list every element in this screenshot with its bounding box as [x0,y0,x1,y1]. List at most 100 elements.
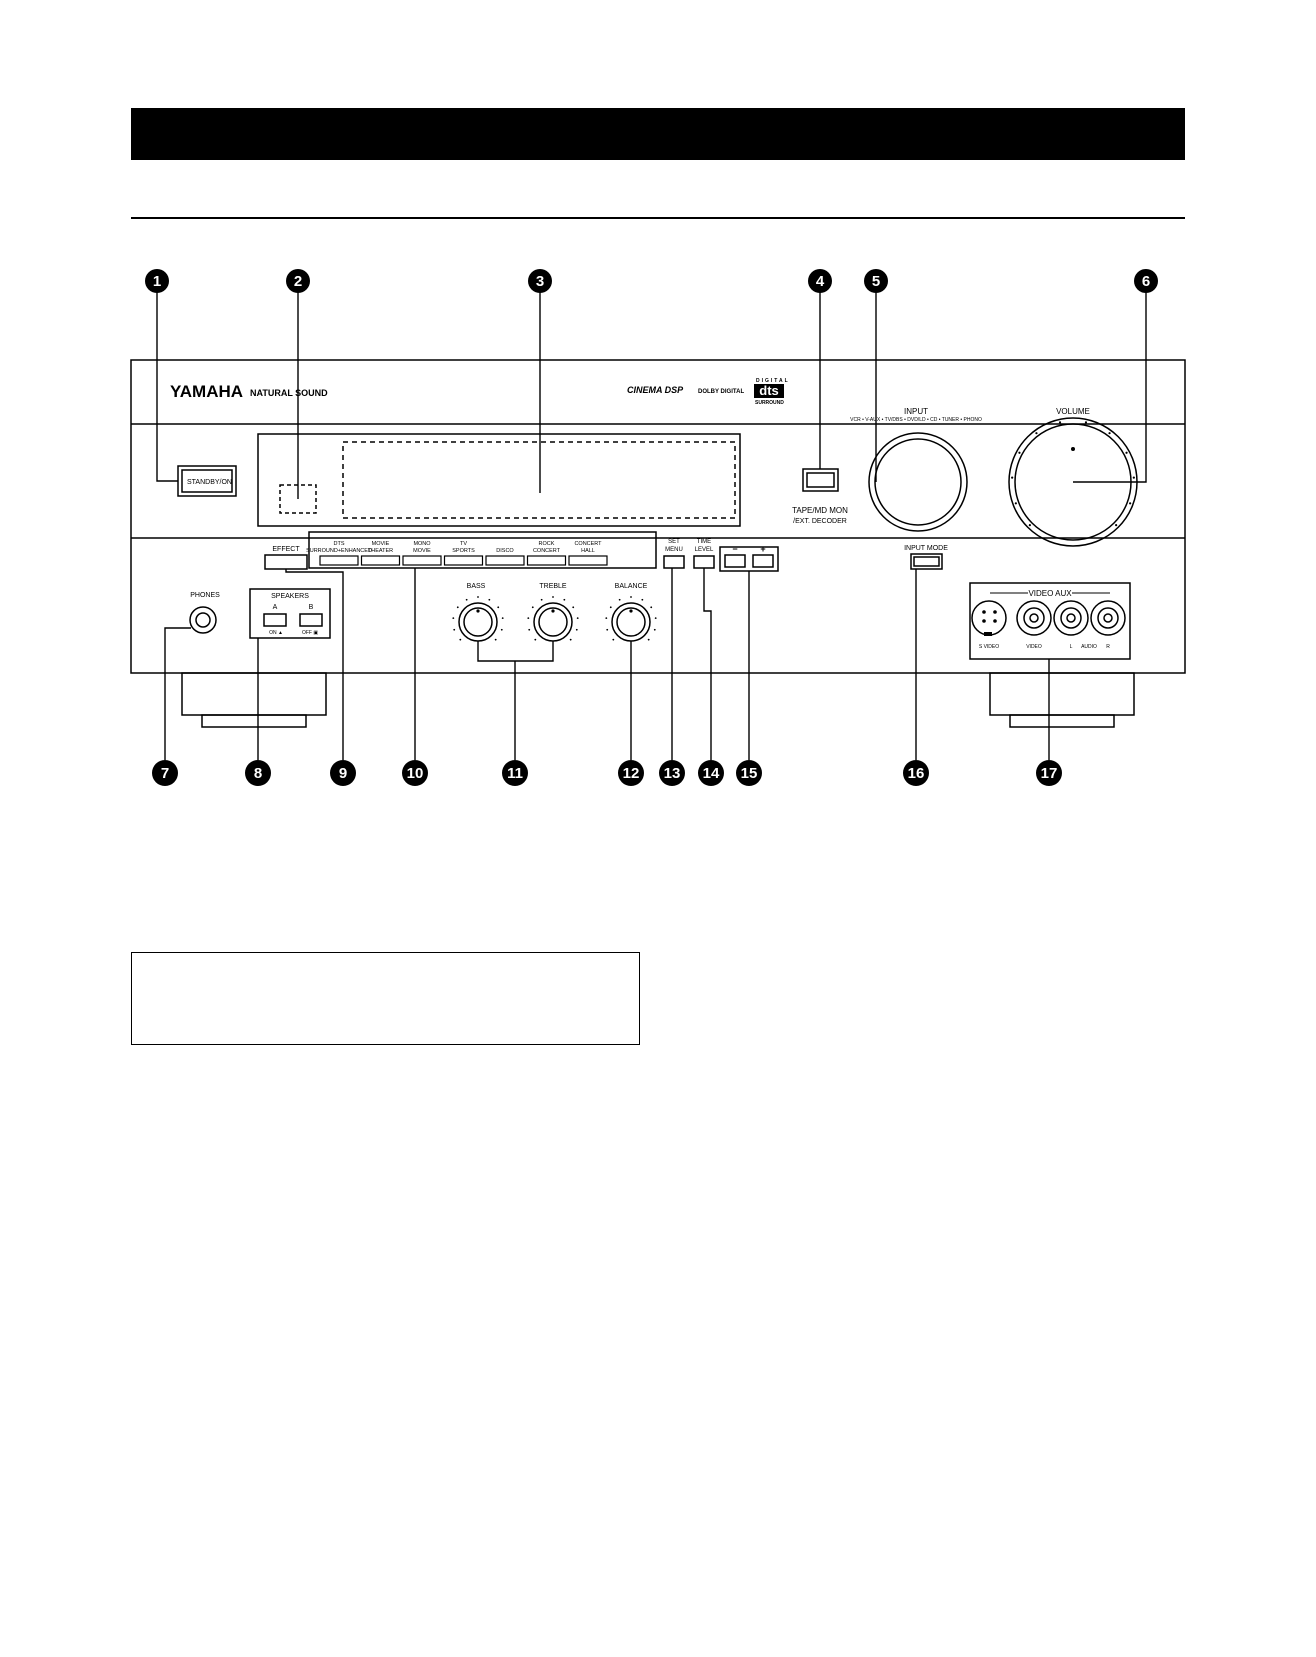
volume-tick [1018,451,1021,454]
callout-15: 15 [741,765,758,782]
balance-tick [650,606,653,609]
dolby-digital-badge: DOLBY DIGITAL [698,389,744,395]
dsp-program-label: TV [460,541,467,547]
balance-tick [630,596,632,598]
callout-13: 13 [664,765,681,782]
audio-r-label: R [1106,644,1110,650]
callout-4: 4 [816,273,825,290]
bass-tick [494,638,497,641]
volume-tick [1129,502,1132,505]
dsp-program-button[interactable] [568,555,608,566]
dts-surround-label: SURROUND [755,400,784,406]
audio-l-label: L [1070,644,1073,650]
speaker-b-button [299,613,323,627]
treble-tick [575,628,578,631]
bass-label: BASS [467,583,486,590]
tape-md-mon-button [806,472,835,488]
bass-tick [456,606,459,609]
treble-label: TREBLE [539,583,567,590]
balance-tick [605,617,608,619]
callout-6: 6 [1142,273,1150,290]
dsp-program-label: SPORTS [452,548,475,554]
video-aux-panel [969,582,1131,660]
s-video-jack [971,600,1007,636]
dts-logo: dts [759,383,779,398]
speaker-a-button [263,613,287,627]
plus-label: + [760,544,765,554]
treble-tick [576,617,579,619]
leader-7 [164,627,191,760]
bass-tick [488,598,491,601]
audio-r-jack [1103,613,1113,623]
left-foot [181,672,327,716]
dsp-program-label: SURROUND+ENHANCED [306,548,372,554]
dsp-program-button[interactable] [443,555,484,566]
front-display [342,441,736,519]
minus-button [724,554,746,568]
balance-tick [641,598,644,601]
dsp-program-button[interactable] [319,555,359,566]
input-selector-knob [874,438,962,526]
callout-9: 9 [339,765,347,782]
cinema-dsp-badge: CINEMA DSP [627,385,684,395]
dsp-program-button[interactable] [485,555,525,566]
speaker-b-label: B [309,604,314,611]
leader-1 [156,290,178,482]
yamaha-logo: YAMAHA [170,382,243,401]
callout-14: 14 [703,765,720,782]
dsp-program-label: CONCERT [533,548,561,554]
volume-tick [1125,451,1128,454]
minus-label: − [732,544,737,554]
volume-label: VOLUME [1056,407,1090,416]
treble-knob [538,607,568,637]
standby-button [181,469,233,493]
effect-label: EFFECT [272,546,300,553]
input-sources-label: VCR • V-AUX • TV/DBS • DVD/LD • CD • TUN… [850,417,982,423]
bass-knob [463,607,493,637]
balance-label: BALANCE [615,583,648,590]
effect-button [264,554,308,570]
note-box [131,952,640,1045]
set-menu-button [663,555,685,569]
speaker-off-label: OFF ▣ [302,630,318,636]
dsp-program-label: CONCERT [574,541,602,547]
dsp-program-button[interactable] [402,555,442,566]
callout-1: 1 [153,273,161,290]
callout-11: 11 [507,765,523,782]
treble-tick [527,617,530,619]
bass-tick [452,617,455,619]
dsp-program-button[interactable] [360,555,401,566]
video-label: VIDEO [1026,644,1042,650]
dsp-program-button[interactable] [526,555,567,566]
callout-17: 17 [1041,765,1058,782]
leader-6 [1073,290,1147,483]
balance-tick [612,638,615,641]
speakers-label: SPEAKERS [271,593,309,600]
right-foot [989,672,1135,716]
bass-tick [453,628,456,631]
bass-tick [465,598,468,601]
dsp-program-label: MOVIE [372,541,390,547]
balance-tick [609,606,612,609]
standby-label: STANDBY/ON [187,479,232,486]
balance-tick [653,628,656,631]
treble-tick [531,606,534,609]
callout-12: 12 [623,765,640,782]
volume-tick [1011,476,1014,479]
input-mode-button [913,556,940,567]
treble-tick [569,638,572,641]
callout-5: 5 [872,273,880,290]
treble-tick [540,598,543,601]
dsp-program-label: HALL [581,548,595,554]
treble-tick [572,606,575,609]
balance-tick [618,598,621,601]
dts-digital-label: DIGITAL [756,378,790,384]
bass-tick [459,638,462,641]
section-title-bar [131,108,1185,160]
treble-tick [563,598,566,601]
volume-tick [1028,524,1031,527]
speaker-a-label: A [273,604,278,611]
time-level-button [693,555,715,569]
balance-tick [647,638,650,641]
volume-tick [1035,432,1038,435]
